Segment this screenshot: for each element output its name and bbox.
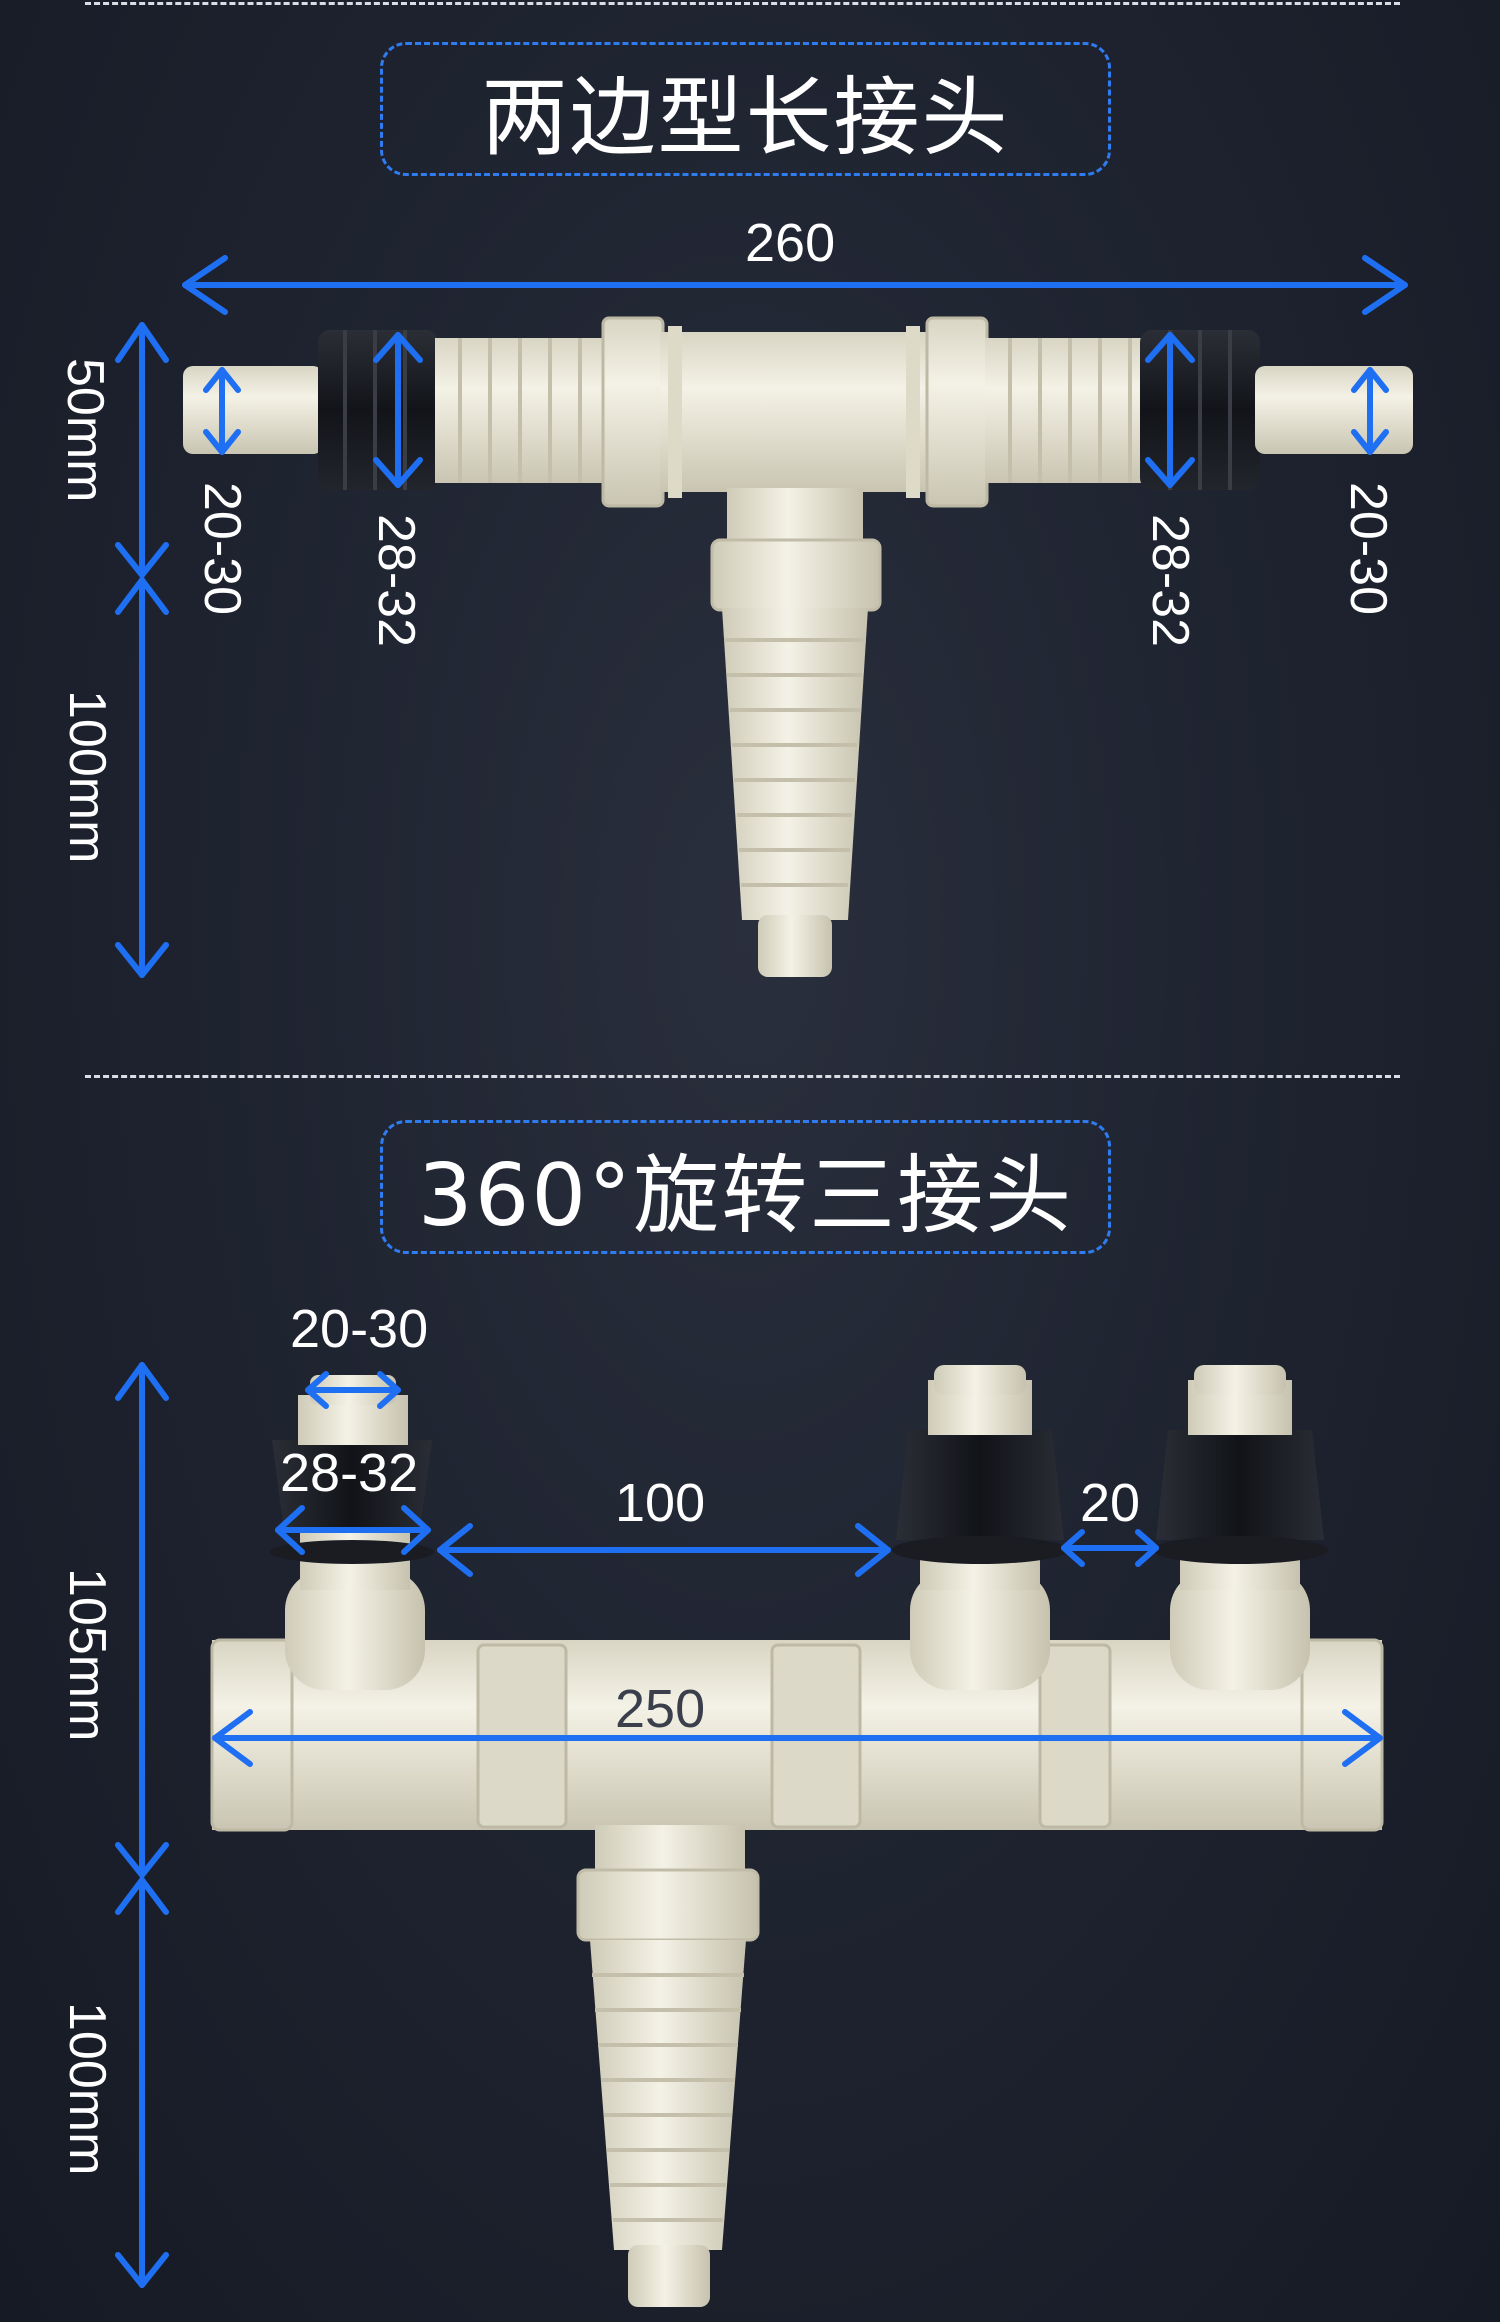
middle-divider	[85, 1075, 1400, 1078]
section2-height-bottom-label: 100mm	[58, 2002, 116, 2176]
middle-riser	[892, 1365, 1068, 1690]
section2-gap-label: 20	[1080, 1473, 1141, 1533]
section2-spacing-label: 100	[615, 1473, 706, 1533]
section1-title: 两边型长接头	[380, 42, 1111, 176]
section1-right-small-label: 20-30	[1339, 482, 1397, 615]
left-small-barb	[183, 366, 323, 454]
section2-width-label: 250	[615, 1679, 706, 1739]
left-riser	[270, 1375, 434, 1690]
top-divider	[85, 2, 1400, 5]
center-tee	[660, 326, 930, 498]
section1-right-large-label: 28-32	[1141, 514, 1199, 647]
section1-left-small-label: 20-30	[193, 482, 251, 615]
downpipe-stem	[710, 488, 882, 977]
section1-height-bottom-label: 100mm	[58, 690, 116, 864]
right-riser	[1152, 1365, 1328, 1690]
section1-dimension-arrows	[115, 255, 1408, 978]
manifold-downpipe	[576, 1825, 760, 2307]
section2-large-label: 28-32	[280, 1443, 419, 1503]
section1-left-large-label: 28-32	[367, 514, 425, 647]
section2-height-top-label: 105mm	[58, 1568, 116, 1742]
section2-title: 360°旋转三接头	[380, 1120, 1111, 1254]
right-threaded-body	[985, 338, 1145, 483]
left-threaded-body	[435, 338, 605, 483]
section2-dimension-arrows	[115, 1362, 1383, 2288]
section1-width-label: 260	[745, 213, 836, 273]
right-small-barb	[1255, 366, 1413, 454]
section1-height-top-label: 50mm	[56, 358, 114, 503]
section2-small-label: 20-30	[290, 1299, 429, 1359]
